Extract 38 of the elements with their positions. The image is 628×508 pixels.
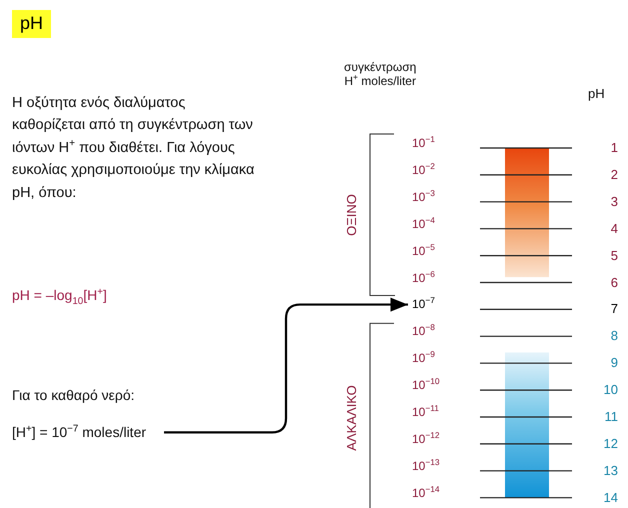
description-text: Η οξύτητα ενός διαλύματος καθορίζεται από τη συγκέντρωση των ιόντων H$^{+}$ που διαθέτει. Για λόγους ευκολίας χρησιμοποιούμε την κλίμακα pH, όπου: xyxy=(12,94,256,203)
ph-value: 10 xyxy=(602,382,618,398)
ph-value: 14 xyxy=(602,490,618,506)
ph-value: 5 xyxy=(610,248,618,264)
equation-text: [H$^{+}$] = 10$^{−7}$ moles/liter xyxy=(12,424,146,441)
column-header: συγκέντρωση H$^{+}$ moles/liter xyxy=(344,60,416,89)
formula: pH = –log$_{10}$[H$^{+}$] xyxy=(12,287,107,304)
range-label: ΟΞΙΝΟ xyxy=(344,194,360,236)
concentration-value: 10$^{−9}$ xyxy=(412,351,435,366)
description-text: Για το καθαρό νερό: xyxy=(12,387,135,404)
arrow xyxy=(164,298,408,434)
concentration-value: 10$^{−5}$ xyxy=(412,244,435,258)
ph-value: 6 xyxy=(610,274,618,290)
range-label: ΑΛΚΑΛΙΚΟ xyxy=(344,385,360,451)
title: pH xyxy=(12,10,52,38)
concentration-value: 10$^{−7}$ xyxy=(412,297,435,312)
ph-value: 1 xyxy=(610,140,618,156)
ph-value: 2 xyxy=(610,166,618,182)
concentration-value: 10$^{−14}$ xyxy=(412,486,440,500)
ph-value: 8 xyxy=(610,328,618,344)
concentration-value: 10$^{−8}$ xyxy=(412,324,435,339)
concentration-value: 10$^{−6}$ xyxy=(412,270,435,285)
ph-value: 12 xyxy=(602,436,618,452)
ph-value: 7 xyxy=(610,301,618,317)
ph-value: 4 xyxy=(610,220,618,236)
concentration-value: 10$^{−2}$ xyxy=(412,162,435,178)
ph-value: 3 xyxy=(610,194,618,210)
ph-value: 11 xyxy=(604,409,618,425)
concentration-value: 10$^{−12}$ xyxy=(412,432,440,446)
column-header: pH xyxy=(588,86,605,102)
concentration-value: 10$^{−13}$ xyxy=(412,458,440,474)
ph-value: 13 xyxy=(602,462,618,478)
concentration-value: 10$^{−11}$ xyxy=(412,405,439,420)
concentration-value: 10$^{−1}$ xyxy=(412,136,435,150)
ph-value: 9 xyxy=(610,355,618,371)
concentration-value: 10$^{−4}$ xyxy=(412,216,435,232)
concentration-value: 10$^{−10}$ xyxy=(412,378,440,392)
concentration-value: 10$^{−3}$ xyxy=(412,190,435,204)
